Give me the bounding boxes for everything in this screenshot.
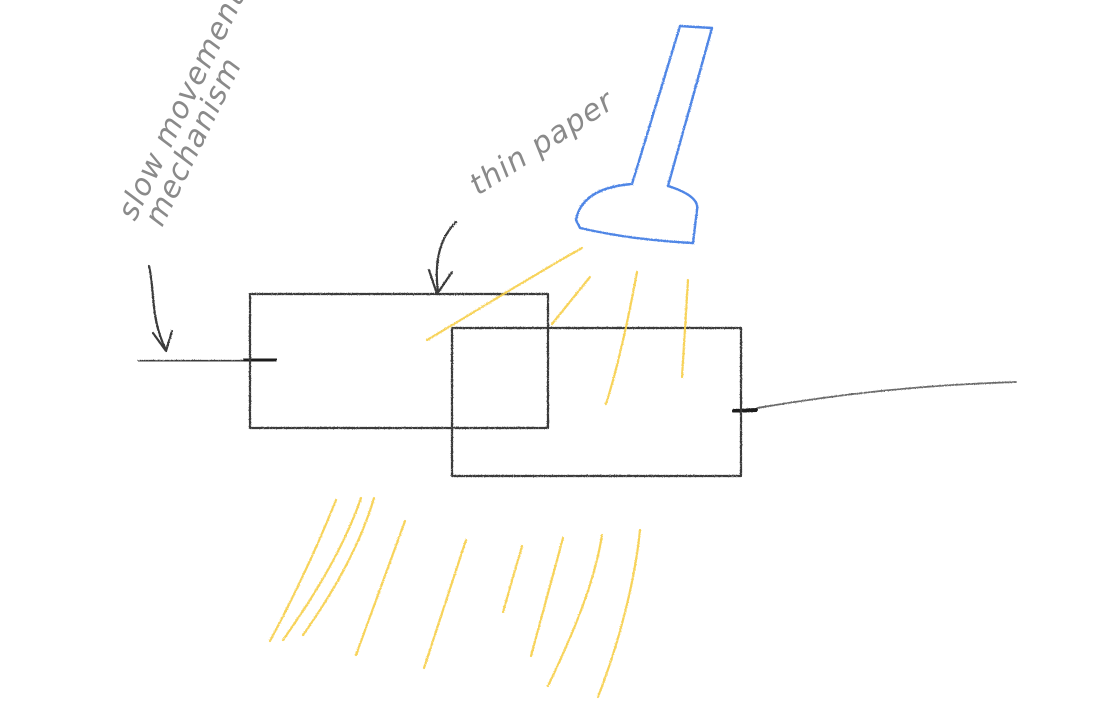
- yellow-strokes: [268, 246, 690, 699]
- arrow-to-rod: [147, 264, 174, 353]
- box-upper: [248, 292, 550, 430]
- annotation-slow-movement: slow movement mechanism: [111, 0, 253, 232]
- arrow-to-box: [427, 220, 458, 296]
- box-lower: [450, 326, 743, 478]
- annotation-thin-paper: thin paper: [463, 83, 621, 203]
- output-rod: [732, 381, 1017, 413]
- vacuum-nozzle-icon: [574, 24, 714, 245]
- input-rod: [137, 356, 277, 363]
